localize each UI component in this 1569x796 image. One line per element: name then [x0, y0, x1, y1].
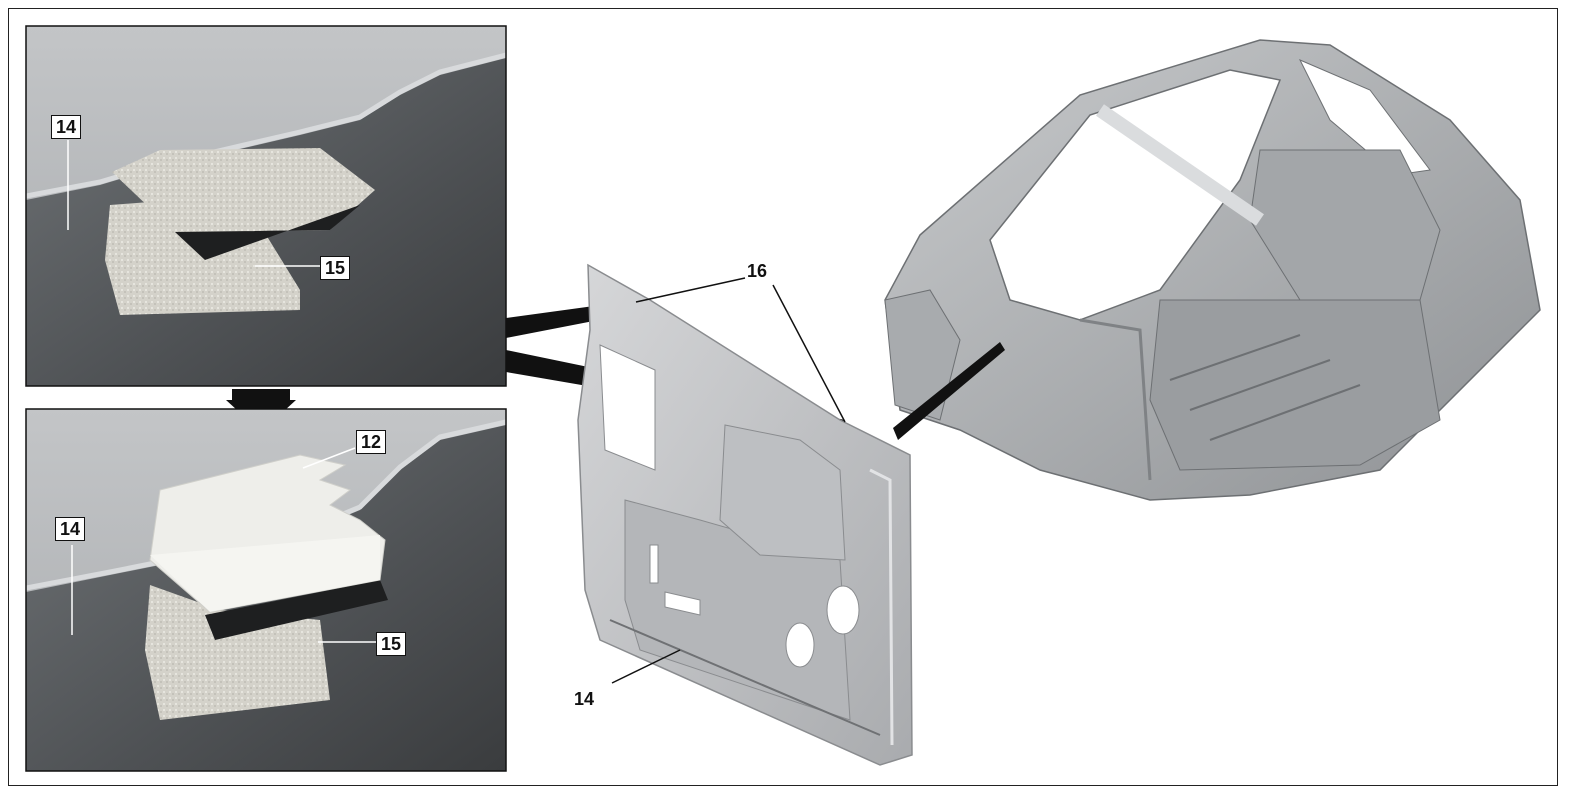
rear-roof-opening: [1298, 59, 1431, 176]
inset-bottom-shadow: [205, 580, 388, 640]
inset-bottom-clip-face: [150, 535, 380, 612]
floor-pan: [1149, 299, 1441, 471]
roof-crossmember: [1096, 104, 1264, 226]
inset-top-border: [25, 25, 507, 387]
label-inset-top-14: 14: [51, 115, 82, 139]
label-door-16: 16: [747, 261, 767, 281]
door-slot-horizontal: [664, 591, 701, 616]
inset-top-shadow: [175, 205, 360, 260]
door-upper-recess: [719, 424, 846, 561]
door-inner-panel: [577, 263, 913, 766]
door-hole-lower: [785, 622, 815, 668]
a-pillar-edge: [1079, 318, 1152, 481]
door-window-cutout: [599, 344, 656, 471]
door-hole-upper: [826, 585, 860, 635]
zoom-wedge-body: [893, 342, 1005, 440]
label-inset-top-15: 15: [320, 256, 351, 280]
label-inset-bottom-12: 12: [356, 430, 387, 454]
inset-bottom: [26, 409, 506, 771]
door-bottom-edge: [609, 619, 881, 736]
vehicle-body-frame: [884, 39, 1541, 501]
door-leader-14: [611, 649, 681, 684]
windshield-opening: [989, 69, 1282, 321]
door-side-flange: [869, 468, 894, 746]
inset-bottom-border: [25, 408, 507, 772]
door-leader-16-b: [772, 284, 846, 423]
inset-top: [26, 26, 506, 386]
front-module: [884, 289, 961, 421]
door-leader-16-a: [635, 277, 746, 303]
door-slot-vertical: [649, 544, 659, 584]
label-inset-bottom-15: 15: [376, 632, 407, 656]
inset-top-velcro-flap: [112, 148, 375, 232]
label-inset-bottom-14: 14: [55, 517, 86, 541]
inset-top-panel-lip: [26, 52, 506, 199]
inset-bottom-leader-12: [302, 447, 356, 469]
floor-ribs: [1169, 334, 1361, 441]
label-door-14: 14: [574, 689, 594, 709]
